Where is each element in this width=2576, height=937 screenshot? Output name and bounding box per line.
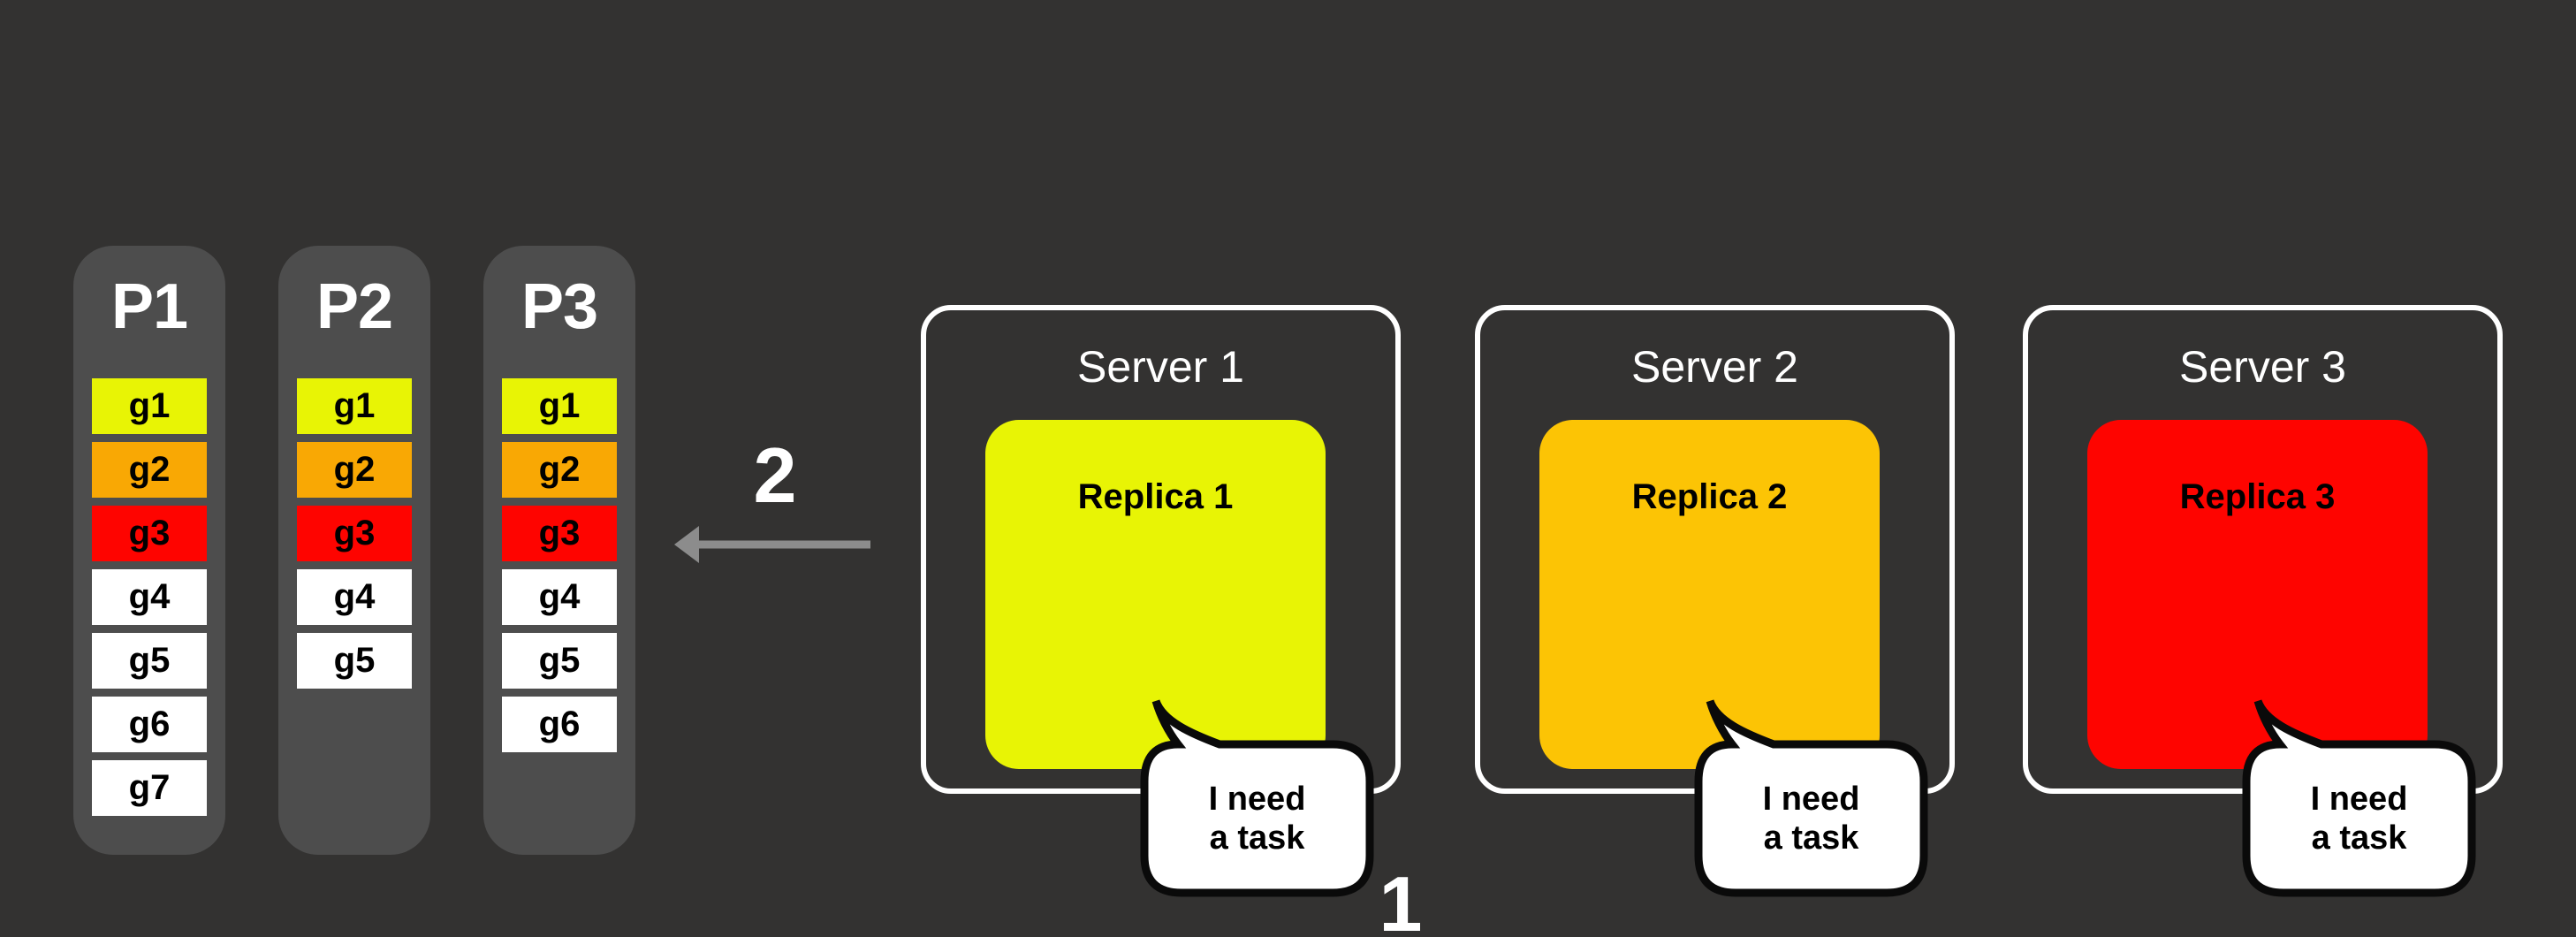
task-cell-g4: g4	[502, 569, 617, 625]
queue-cells: g1 g2 g3 g4 g5	[297, 378, 412, 689]
step-2-label: 2	[753, 431, 797, 519]
task-cell-g5: g5	[502, 633, 617, 689]
replica-label: Replica 2	[1631, 477, 1788, 516]
speech-bubble-text: I need a task	[1698, 744, 1924, 893]
task-cell-g5: g5	[297, 633, 412, 689]
speech-line-2: a task	[2311, 819, 2407, 857]
replica-label: Replica 3	[2179, 477, 2336, 516]
queue-title: P3	[521, 271, 598, 342]
queue-column-p1: P1 g1 g2 g3 g4 g5 g6 g7	[73, 246, 225, 855]
speech-line-1: I need	[2310, 781, 2408, 818]
task-cell-g5: g5	[92, 633, 207, 689]
task-cell-g2: g2	[502, 442, 617, 498]
queue-title: P1	[110, 271, 188, 342]
speech-bubble-text: I need a task	[2246, 744, 2472, 893]
task-cell-g6: g6	[502, 697, 617, 752]
task-cell-g1: g1	[92, 378, 207, 434]
task-cell-g3: g3	[92, 506, 207, 561]
task-cell-g1: g1	[502, 378, 617, 434]
server-title: Server 2	[1631, 342, 1798, 392]
task-cell-g1: g1	[297, 378, 412, 434]
speech-bubble-icon	[1140, 699, 1374, 897]
task-cell-g3: g3	[297, 506, 412, 561]
step-1-label: 1	[1379, 860, 1423, 937]
queue-column-p2: P2 g1 g2 g3 g4 g5	[278, 246, 430, 855]
speech-line-1: I need	[1208, 781, 1306, 818]
speech-line-2: a task	[1209, 819, 1305, 857]
task-cell-g4: g4	[92, 569, 207, 625]
replica-label: Replica 1	[1077, 477, 1234, 516]
task-cell-g3: g3	[502, 506, 617, 561]
task-cell-g2: g2	[297, 442, 412, 498]
queue-cells: g1 g2 g3 g4 g5 g6	[502, 378, 617, 752]
speech-bubble-icon	[1694, 699, 1928, 897]
task-cell-g4: g4	[297, 569, 412, 625]
speech-bubble-text: I need a task	[1144, 744, 1370, 893]
task-cell-g7: g7	[92, 760, 207, 816]
task-cell-g6: g6	[92, 697, 207, 752]
server-title: Server 3	[2179, 342, 2346, 392]
arrow-left-icon	[674, 526, 870, 563]
server-title: Server 1	[1077, 342, 1244, 392]
speech-line-2: a task	[1763, 819, 1859, 857]
queue-title: P2	[315, 271, 393, 342]
queue-cells: g1 g2 g3 g4 g5 g6 g7	[92, 378, 207, 816]
speech-line-1: I need	[1762, 781, 1860, 818]
queue-column-p3: P3 g1 g2 g3 g4 g5 g6	[483, 246, 635, 855]
task-cell-g2: g2	[92, 442, 207, 498]
speech-bubble-icon	[2242, 699, 2476, 897]
